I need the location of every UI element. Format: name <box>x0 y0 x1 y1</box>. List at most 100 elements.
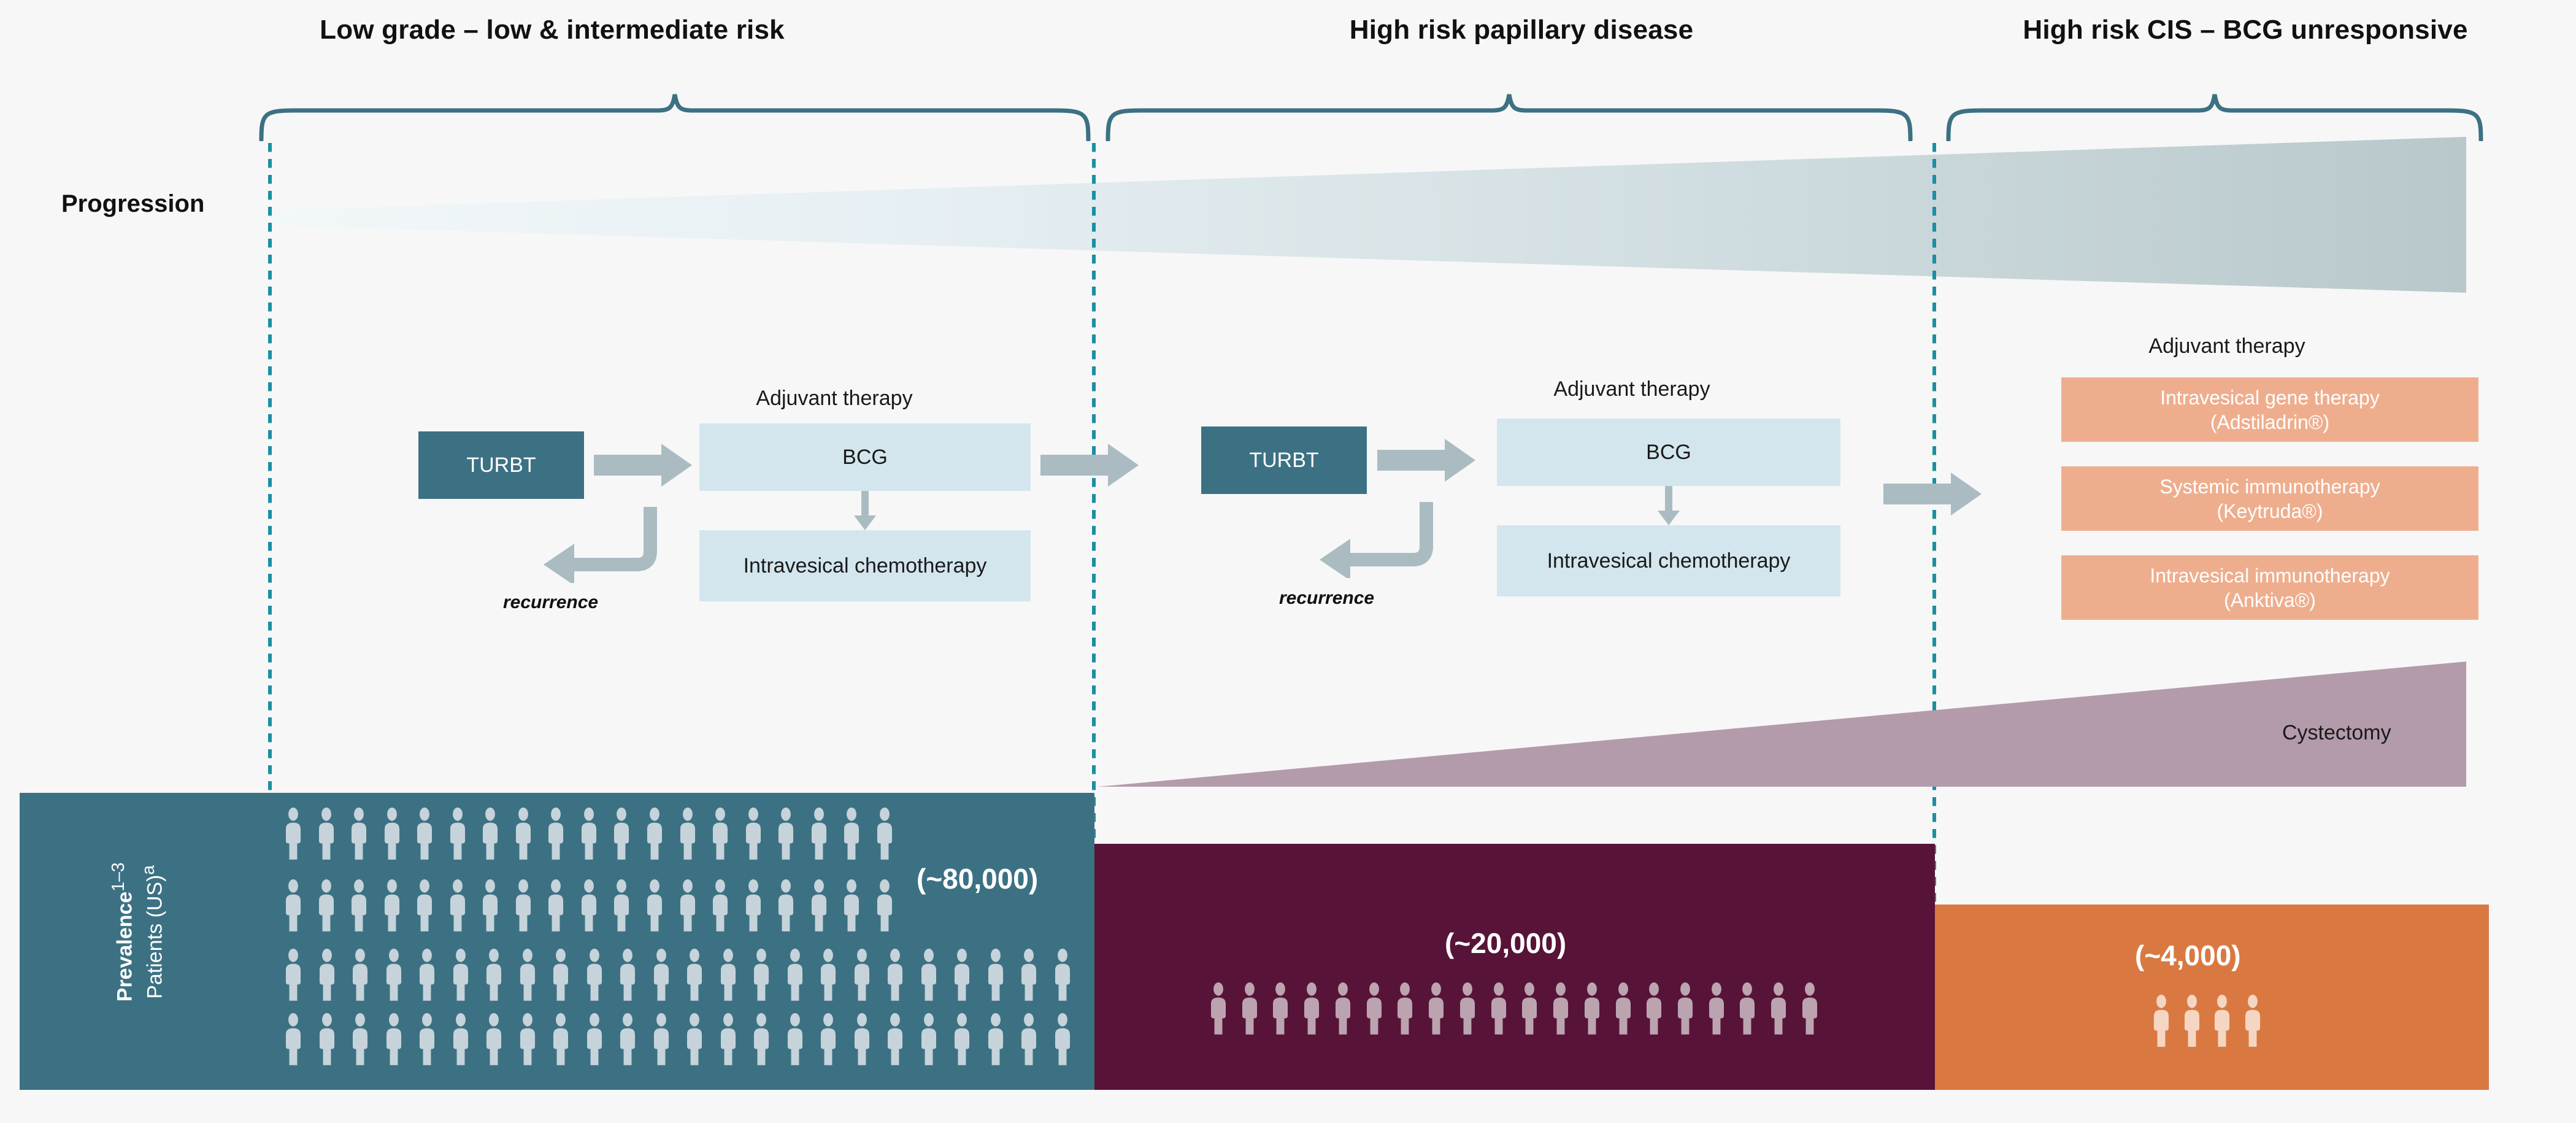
person-icon <box>353 948 368 1001</box>
person-icon <box>586 948 602 1001</box>
cystectomy-wedge <box>1098 662 2466 787</box>
recurrence-loop-2 <box>1320 502 1433 578</box>
cis-therapy-systemic-line2: (Keytruda®) <box>2217 500 2323 522</box>
person-icon <box>353 1013 368 1065</box>
prevalence-axis-label-main: Prevalence <box>113 891 137 1002</box>
person-icon <box>745 879 761 932</box>
person-icon <box>620 1013 636 1065</box>
person-icon <box>647 807 663 860</box>
adjuvant-therapy-label-1: Adjuvant therapy <box>756 387 913 410</box>
arrow-bcg-to-chemo-2 <box>1658 486 1680 525</box>
progression-wedge <box>270 137 2466 293</box>
person-icon <box>352 879 367 932</box>
people-row <box>2150 994 2264 1048</box>
person-icon <box>483 807 498 860</box>
cis-therapy-gene-therapy-line1: Intravesical gene therapy <box>2160 386 2380 409</box>
person-icon <box>581 807 596 860</box>
person-icon <box>1553 982 1569 1035</box>
chemo-box-1[interactable]: Intravesical chemotherapy <box>699 530 1031 601</box>
cis-therapy-box-gene-therapy[interactable]: Intravesical gene therapy (Adstiladrin®) <box>2061 377 2478 442</box>
person-icon <box>1584 982 1599 1035</box>
progression-label: Progression <box>61 190 205 217</box>
cis-therapy-gene-therapy-line2: (Adstiladrin®) <box>2210 411 2330 433</box>
person-icon <box>1429 982 1444 1035</box>
turbt-box-2[interactable]: TURBT <box>1201 426 1367 494</box>
person-icon <box>779 807 794 860</box>
arrow-turbt-to-bcg-1 <box>594 444 692 487</box>
person-icon <box>2184 994 2199 1047</box>
cis-therapy-box-systemic-immunotherapy[interactable]: Systemic immunotherapy (Keytruda®) <box>2061 466 2478 531</box>
person-icon <box>285 879 301 932</box>
person-icon <box>453 1013 468 1065</box>
person-icon <box>548 807 564 860</box>
person-icon <box>787 948 802 1001</box>
person-icon <box>420 1013 435 1065</box>
prevalence-axis-label-sup2: a <box>139 865 158 875</box>
person-icon <box>888 1013 903 1065</box>
person-icon <box>1740 982 1755 1035</box>
bcg-box-2[interactable]: BCG <box>1497 419 1840 486</box>
person-icon <box>553 1013 569 1065</box>
person-icon <box>1647 982 1662 1035</box>
chemo-box-1-label: Intravesical chemotherapy <box>743 554 987 577</box>
person-icon <box>515 879 531 932</box>
person-icon <box>713 879 728 932</box>
turbt-box-1[interactable]: TURBT <box>418 431 584 499</box>
person-icon <box>1335 982 1350 1035</box>
person-icon <box>1210 982 1226 1035</box>
person-icon <box>586 1013 602 1065</box>
person-icon <box>680 807 695 860</box>
person-icon <box>417 879 433 932</box>
person-icon <box>779 879 794 932</box>
person-icon <box>620 948 636 1001</box>
person-icon <box>955 1013 970 1065</box>
person-icon <box>821 948 836 1001</box>
person-icon <box>1709 982 1724 1035</box>
person-icon <box>1459 982 1475 1035</box>
adjuvant-therapy-label-3: Adjuvant therapy <box>2148 334 2305 358</box>
person-icon <box>486 948 502 1001</box>
person-icon <box>319 948 334 1001</box>
person-icon <box>520 1013 535 1065</box>
prevalence-axis-label-sup: 1–3 <box>109 862 129 892</box>
person-icon <box>614 807 629 860</box>
person-icon <box>319 1013 334 1065</box>
person-icon <box>1021 1013 1037 1065</box>
person-icon <box>420 948 435 1001</box>
person-icon <box>453 948 468 1001</box>
people-row <box>1207 982 1821 1036</box>
person-icon <box>888 948 903 1001</box>
cystectomy-label: Cystectomy <box>2282 721 2391 744</box>
person-icon <box>787 1013 802 1065</box>
divider-mid <box>1092 138 1096 1089</box>
prevalence-bar-high-risk-papillary <box>1094 844 1935 1090</box>
person-icon <box>811 807 826 860</box>
bcg-box-1[interactable]: BCG <box>699 423 1031 491</box>
person-icon <box>754 1013 769 1065</box>
prevalence-count-high-risk-papillary: (~20,000) <box>1445 927 1567 959</box>
person-icon <box>1273 982 1288 1035</box>
person-icon <box>720 948 736 1001</box>
person-icon <box>1304 982 1320 1035</box>
person-icon <box>844 807 859 860</box>
person-icon <box>548 879 564 932</box>
cis-therapy-intravesical-line2: (Anktiva®) <box>2224 589 2316 611</box>
person-icon <box>2153 994 2169 1047</box>
cis-therapy-box-intravesical-immunotherapy[interactable]: Intravesical immunotherapy (Anktiva®) <box>2061 555 2478 620</box>
arrow-section1-to-section2 <box>1040 444 1139 487</box>
person-icon <box>754 948 769 1001</box>
person-icon <box>687 1013 702 1065</box>
person-icon <box>1021 948 1037 1001</box>
people-row <box>282 879 896 933</box>
person-icon <box>1491 982 1506 1035</box>
person-icon <box>553 948 569 1001</box>
person-icon <box>483 879 498 932</box>
person-icon <box>384 879 399 932</box>
person-icon <box>486 1013 502 1065</box>
prevalence-count-high-risk-cis: (~4,000) <box>2135 940 2241 971</box>
person-icon <box>1802 982 1817 1035</box>
chemo-box-2[interactable]: Intravesical chemotherapy <box>1497 525 1840 596</box>
person-icon <box>2215 994 2230 1047</box>
arrow-section2-to-section3 <box>1883 473 1982 515</box>
